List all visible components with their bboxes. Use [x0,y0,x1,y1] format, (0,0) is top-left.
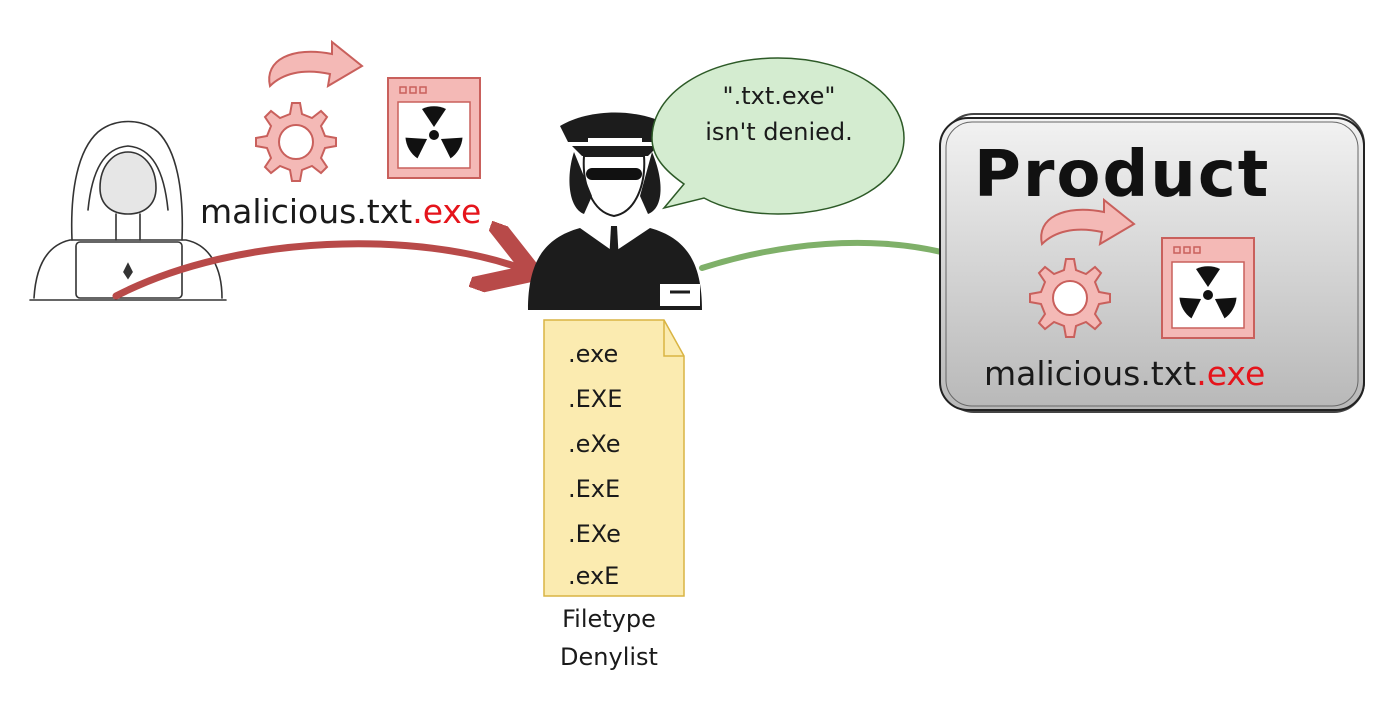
attacker-file-stem: malicious.txt [200,192,413,231]
denylist-item: .EXe [568,520,621,548]
gear-icon [255,102,337,182]
product-title: Product [974,138,1271,212]
attack-arrow [112,244,520,300]
product-box [939,113,1365,413]
denylist-caption-line-2: Denylist [560,643,658,671]
document-icon [543,319,685,597]
denylist-item: .exe [568,340,619,368]
malware-window-icon [387,77,481,179]
attacker-file-name: malicious.txt.exe [200,192,481,231]
product-file-ext: .exe [1196,354,1266,393]
denylist-caption: Filetype Denylist [534,600,684,676]
denylist-item: .ExE [568,475,621,503]
product-file-name: malicious.txt.exe [984,354,1265,393]
speech-text: ".txt.exe" isn't denied. [662,78,896,150]
speech-line-2: isn't denied. [705,118,853,146]
denylist-item: .exE [568,562,620,590]
gear-icon [1029,258,1111,338]
malware-window-icon [1161,237,1255,339]
denylist-caption-line-1: Filetype [562,605,656,633]
guard-icon [528,112,702,310]
speech-line-1: ".txt.exe" [722,82,836,110]
hacker-icon [29,120,227,301]
product-file-stem: malicious.txt [984,354,1197,393]
denylist-item: .eXe [568,430,621,458]
speech-bubble [651,57,905,215]
curvy-arrow-icon [268,41,363,87]
denylist-item: .EXE [568,385,623,413]
attacker-file-ext: .exe [412,192,482,231]
